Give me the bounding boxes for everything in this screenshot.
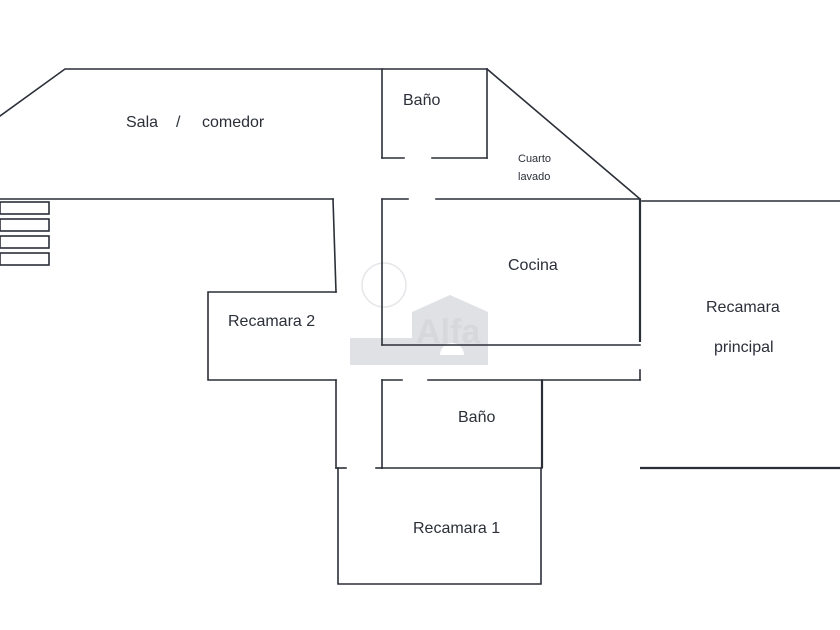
label-sala-separator: / xyxy=(176,114,181,131)
label-recamara-1: Recamara 1 xyxy=(413,520,500,537)
room-labels: Sala / comedor Baño Cuarto lavado Cocina… xyxy=(126,92,780,537)
label-cocina: Cocina xyxy=(508,257,558,274)
watermark-logo: Alfa xyxy=(350,262,488,365)
label-recamara-principal-1: Recamara xyxy=(706,299,780,316)
label-lavado: lavado xyxy=(518,171,550,183)
walls xyxy=(0,67,840,585)
label-bano-top: Baño xyxy=(403,92,440,109)
stairs xyxy=(0,201,50,266)
label-cuarto: Cuarto xyxy=(518,153,551,165)
label-comedor: comedor xyxy=(202,114,265,131)
label-bano-mid: Baño xyxy=(458,409,495,426)
label-sala: Sala xyxy=(126,114,158,131)
label-recamara-principal-2: principal xyxy=(714,339,774,356)
label-recamara-2: Recamara 2 xyxy=(228,313,315,330)
